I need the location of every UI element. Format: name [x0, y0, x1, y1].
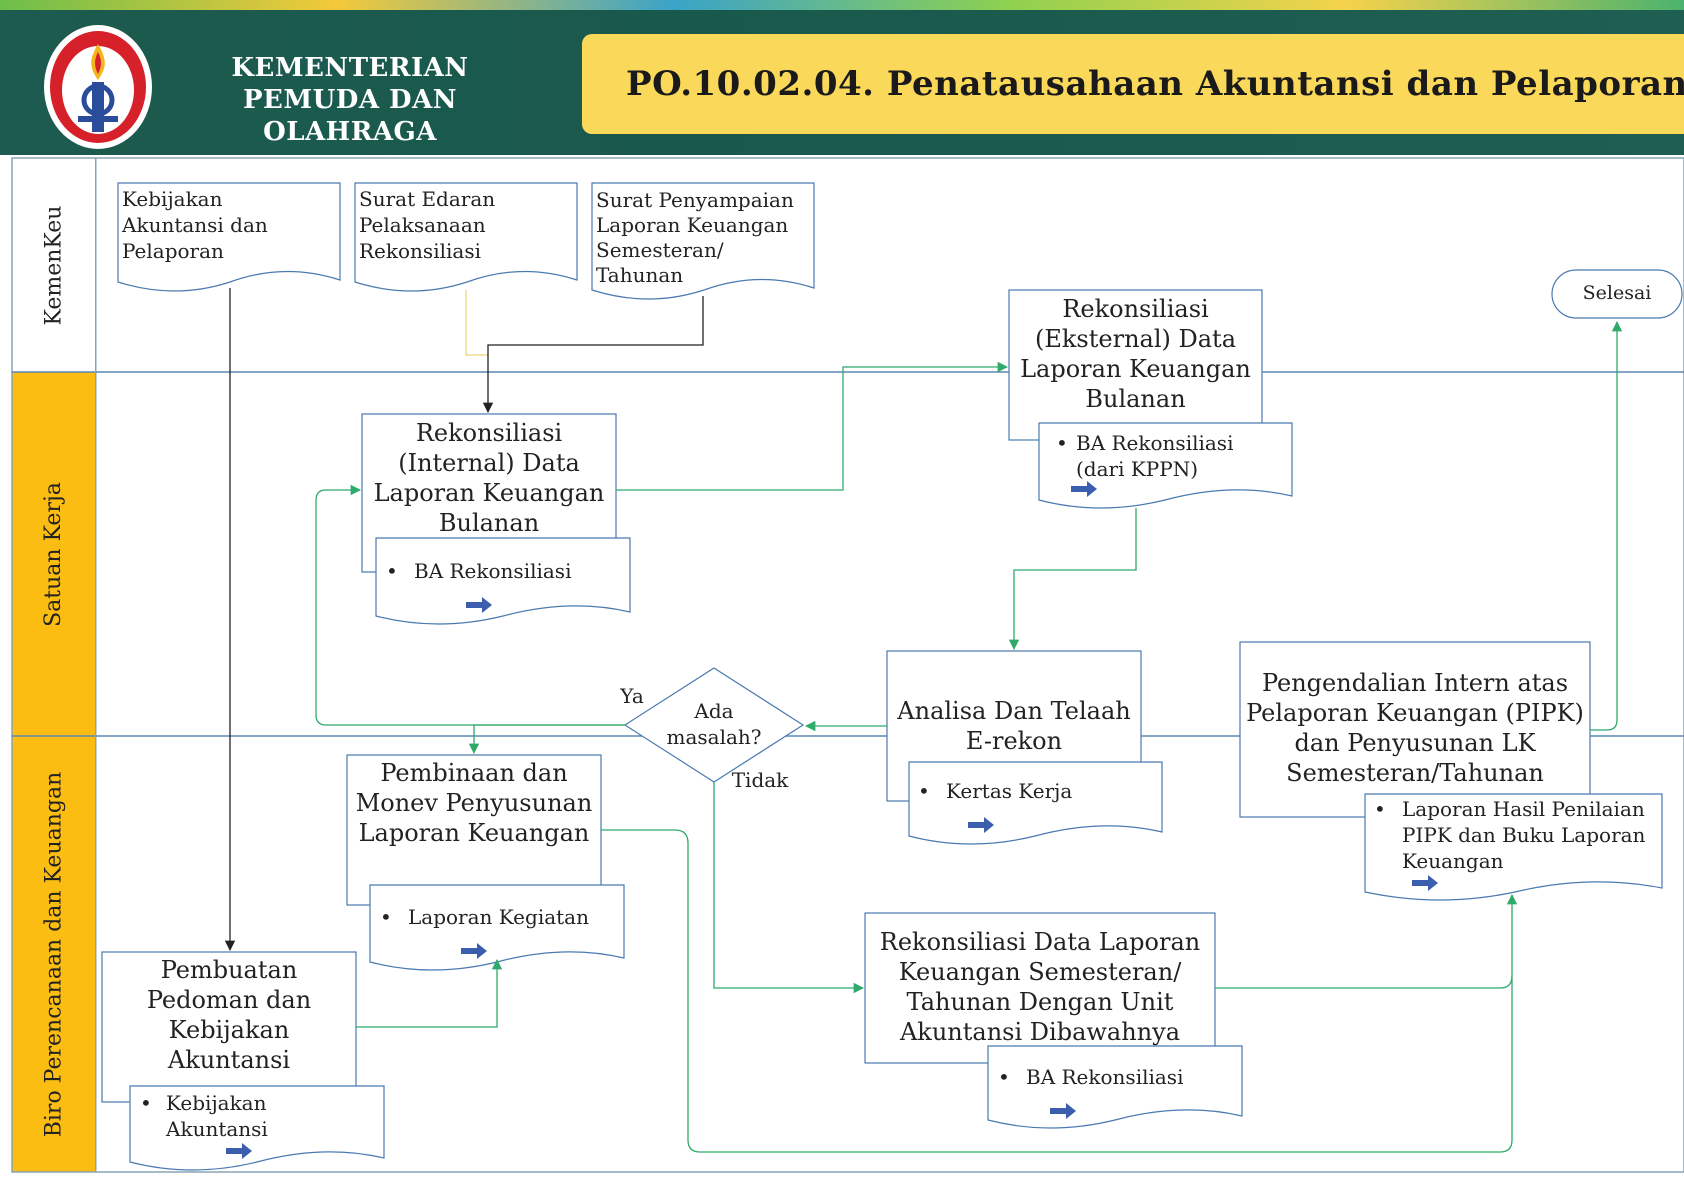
decision-yes-label: Ya	[620, 684, 644, 708]
arrow-right-icon	[1412, 875, 1438, 891]
process-box-rekon-eksternal	[1008, 289, 1263, 441]
page-title: PO.10.02.04. Penatausahaan Akuntansi dan…	[626, 64, 1684, 104]
lane-label-biro: Biro Perencanaan dan Keuangan	[12, 736, 96, 1172]
output-ba-eksternal-text: BA Rekonsiliasi (dari KPPN)	[1076, 431, 1234, 481]
arrow-right-icon	[968, 817, 994, 833]
flow-pembinaan-to-pipk	[601, 829, 1518, 1153]
flow-semesteran-to-pipk	[1215, 975, 1513, 989]
process-box-pipk	[1239, 641, 1591, 818]
bullet: •	[386, 559, 398, 583]
flow-surat-edaran-to-join	[465, 290, 488, 356]
doc-shape-laporan-hasil	[1364, 793, 1663, 901]
ministry-logo	[44, 25, 152, 149]
lane-label-text: Biro Perencanaan dan Keuangan	[41, 771, 67, 1137]
process-analisa: Analisa Dan Telaah E-rekon	[897, 697, 1131, 755]
output-ba-internal: • BA Rekonsiliasi	[380, 558, 620, 584]
bullet: •	[1374, 797, 1386, 821]
output-laporan-kegiatan: • Laporan Kegiatan	[374, 904, 614, 930]
arrow-right-icon	[1071, 481, 1097, 497]
arrow-right-icon	[1050, 1103, 1076, 1119]
lane-label-bg-kemenkeu	[11, 157, 97, 373]
doc-shape-ba-eksternal	[1038, 422, 1293, 509]
arrow-right-icon	[461, 943, 487, 959]
doc-shape-kebijakan	[117, 182, 341, 292]
flow-decision-yes-to-rekon-internal	[315, 484, 625, 726]
bullet: •	[140, 1091, 152, 1115]
ministry-name: KEMENTERIAN PEMUDA DAN OLAHRAGA	[231, 53, 469, 147]
bullet: •	[918, 779, 930, 803]
bullet: •	[1056, 431, 1068, 455]
doc-shape-surat-penyampaian	[591, 182, 815, 300]
arrow-right-icon	[226, 1143, 252, 1159]
flow-pipk-to-selesai	[1590, 320, 1623, 731]
flow-surat-penyampaian-to-rekon-internal	[482, 296, 704, 414]
doc-shape-surat-edaran	[354, 182, 578, 292]
process-pembinaan: Pembinaan dan Monev Penyusunan Laporan K…	[355, 759, 593, 847]
lane-label-satuan-kerja: Satuan Kerja	[12, 372, 96, 736]
flow-decision-yes-to-pembinaan	[468, 724, 625, 755]
decision-question: Ada masalah?	[666, 699, 762, 749]
title-box: PO.10.02.04. Penatausahaan Akuntansi dan…	[582, 34, 1684, 134]
process-rekon-internal: Rekonsiliasi (Internal) Data Laporan Keu…	[373, 419, 605, 537]
lane-label-text: Satuan Kerja	[41, 481, 67, 627]
doc-surat-penyampaian: Surat Penyampaian Laporan Keuangan Semes…	[596, 188, 794, 287]
output-laporan-hasil-text: Laporan Hasil Penilaian PIPK dan Buku La…	[1402, 797, 1646, 873]
output-kertas-kerja-text: Kertas Kerja	[946, 779, 1073, 803]
output-kebijakan-akuntansi-text: Kebijakan Akuntansi	[166, 1091, 268, 1141]
process-pipk: Pengendalian Intern atas Pelaporan Keuan…	[1246, 669, 1584, 787]
output-ba-internal-text: BA Rekonsiliasi	[414, 559, 572, 583]
process-rekon-eksternal: Rekonsiliasi (Eksternal) Data Laporan Ke…	[1020, 295, 1251, 413]
terminator-selesai: Selesai	[1582, 282, 1652, 304]
flow-internal-to-eksternal	[616, 361, 1009, 491]
doc-surat-edaran: Surat Edaran Pelaksanaan Rekonsiliasi	[359, 187, 496, 263]
output-kertas-kerja: • Kertas Kerja	[912, 778, 1152, 804]
terminator-shape	[1551, 269, 1683, 319]
doc-shape-ba-semesteran	[987, 1045, 1243, 1129]
process-box-pembinaan	[346, 754, 602, 906]
output-laporan-kegiatan-text: Laporan Kegiatan	[408, 905, 589, 929]
doc-shape-ba-internal	[375, 537, 631, 625]
process-box-rekon-semesteran	[864, 912, 1216, 1064]
output-ba-eksternal: • BA Rekonsiliasi (dari KPPN)	[1052, 430, 1282, 482]
output-laporan-hasil: • Laporan Hasil Penilaian PIPK dan Buku …	[1368, 796, 1660, 874]
process-rekon-semesteran: Rekonsiliasi Data Laporan Keuangan Semes…	[879, 928, 1201, 1046]
flow-decision-no-to-rekon-semesteran	[713, 782, 865, 994]
bullet: •	[380, 905, 392, 929]
arrow-right-icon	[466, 597, 492, 613]
process-box-pembuatan	[101, 951, 357, 1103]
lane-label-text: KemenKeu	[41, 205, 67, 325]
lane-label-kemenkeu: KemenKeu	[12, 158, 96, 372]
header-color-stripe	[0, 0, 1684, 10]
lane-label-bg-satker	[11, 371, 97, 737]
output-kebijakan-akuntansi: • Kebijakan Akuntansi	[134, 1090, 334, 1142]
flow-pembuatan-to-laporan-kegiatan	[356, 958, 503, 1028]
bullet: •	[998, 1065, 1010, 1089]
process-pembuatan: Pembuatan Pedoman dan Kebijakan Akuntans…	[146, 956, 312, 1074]
output-ba-semesteran-text: BA Rekonsiliasi	[1026, 1065, 1184, 1089]
decision-no-label: Tidak	[731, 768, 789, 792]
swimlane-frame	[11, 157, 1684, 1173]
doc-kebijakan: Kebijakan Akuntansi dan Pelaporan	[122, 187, 268, 263]
flow-eksternal-to-analisa	[1008, 508, 1137, 651]
doc-shape-kebijakan-akuntansi	[129, 1085, 385, 1171]
output-ba-semesteran: • BA Rekonsiliasi	[992, 1064, 1232, 1090]
lane-label-bg-biro	[11, 735, 97, 1173]
